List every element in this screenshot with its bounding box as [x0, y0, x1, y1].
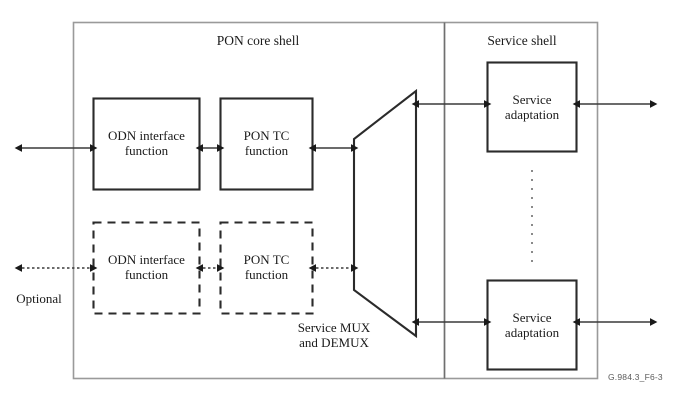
pon-tc-function-primary-label: PON TC function	[243, 128, 290, 159]
service-mux-demux-shape	[352, 88, 418, 339]
diagram-outer-frame	[72, 21, 599, 380]
pon-tc-function-optional	[219, 221, 314, 315]
figure-caption-tag: G.984.3_F6-3	[608, 372, 663, 382]
service-adaptation-top	[486, 61, 578, 153]
service-mux-demux-label: Service MUX and DEMUX	[297, 320, 371, 351]
service-adaptation-top-label: Service adaptation	[504, 92, 560, 123]
service-adaptation-bottom-label: Service adaptation	[504, 310, 560, 341]
service-adaptation-bottom	[486, 279, 578, 371]
odn-interface-function-optional	[92, 221, 201, 315]
odn-interface-function-primary-label: ODN interface function	[108, 128, 185, 159]
service-shell-title: Service shell	[487, 33, 557, 48]
odn-interface-function-primary	[92, 97, 201, 191]
odn-interface-function-optional-label: ODN interface function	[108, 252, 185, 283]
pon-tc-function-optional-label: PON TC function	[243, 252, 290, 283]
pon-core-shell-title: PON core shell	[216, 33, 300, 48]
pon-tc-function-primary	[219, 97, 314, 191]
optional-label: Optional	[16, 291, 62, 306]
